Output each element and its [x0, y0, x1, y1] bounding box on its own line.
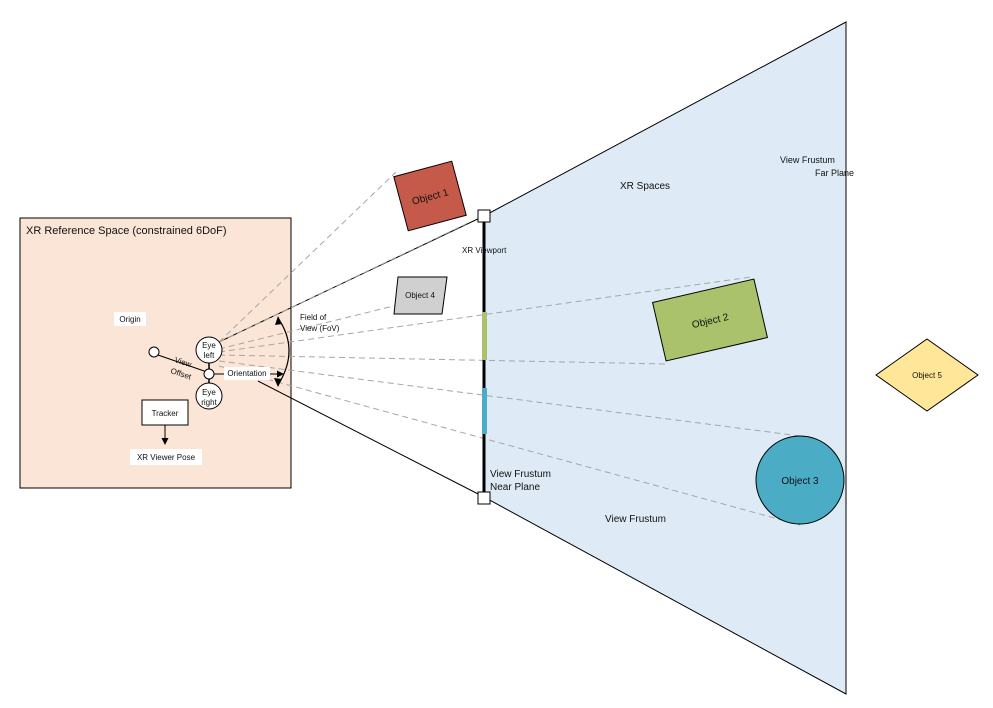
projection-line-object4	[218, 297, 427, 350]
origin-label: Origin	[119, 315, 140, 324]
view-offset-line	[157, 354, 208, 373]
orientation-label: Orientation	[227, 369, 266, 378]
object-3-label: Object 3	[781, 476, 819, 487]
orientation-label-box	[224, 367, 270, 380]
eye-left-label-line2: left	[204, 351, 215, 360]
projection-line-object1b	[218, 223, 467, 343]
eye-right	[195, 382, 223, 410]
viewer-pose-label-box	[130, 449, 202, 465]
projection-line-object1a	[218, 171, 397, 343]
viewport-segment-green	[482, 312, 487, 360]
fov-label-line1: Field of	[300, 313, 327, 322]
object-2: Object 2	[651, 278, 769, 362]
view-frustum-label: View Frustum	[605, 514, 666, 525]
far-plane-label-line1: View Frustum	[780, 155, 835, 165]
fov-label-line2: View (FoV)	[300, 324, 340, 333]
object-4	[393, 276, 448, 315]
xr-spaces-label: XR Spaces	[620, 181, 670, 192]
fov-arrow-top	[275, 316, 282, 325]
eye-right-label-line1: Eye	[202, 388, 216, 397]
object-1: Object 1	[393, 160, 467, 232]
viewport-corner-bottom	[477, 491, 491, 505]
xr-viewport-label: XR Viewport	[462, 246, 507, 255]
projection-line-object2b	[218, 354, 667, 365]
object-5	[875, 338, 979, 412]
near-plane-label-line1: View Frustum	[490, 469, 551, 480]
far-plane-label-line2: Far Plane	[815, 168, 854, 178]
viewport-segment-blue	[482, 388, 487, 434]
eye-right-label-line2: right	[201, 398, 217, 407]
viewport-corner-top	[477, 209, 491, 223]
eye-left	[195, 336, 223, 364]
fov-arrow-bottom	[274, 378, 282, 387]
object-3	[755, 435, 845, 525]
origin-point	[148, 346, 160, 358]
reference-space-title: XR Reference Space (constrained 6DoF)	[26, 225, 227, 237]
head-center-point	[203, 368, 215, 380]
viewer-pose-label: XR Viewer Pose	[137, 453, 196, 462]
object-5-label: Object 5	[912, 371, 942, 380]
eye-left-label-line1: Eye	[202, 341, 216, 350]
origin-label-box	[114, 312, 146, 326]
projection-line-object3a	[218, 360, 801, 437]
frustum-edge-bottom	[257, 380, 485, 498]
near-plane-label-line2: Near Plane	[490, 482, 540, 493]
projection-line-object3b	[218, 365, 801, 526]
object-4-label: Object 4	[405, 291, 435, 300]
tracker-label: Tracker	[152, 409, 179, 418]
